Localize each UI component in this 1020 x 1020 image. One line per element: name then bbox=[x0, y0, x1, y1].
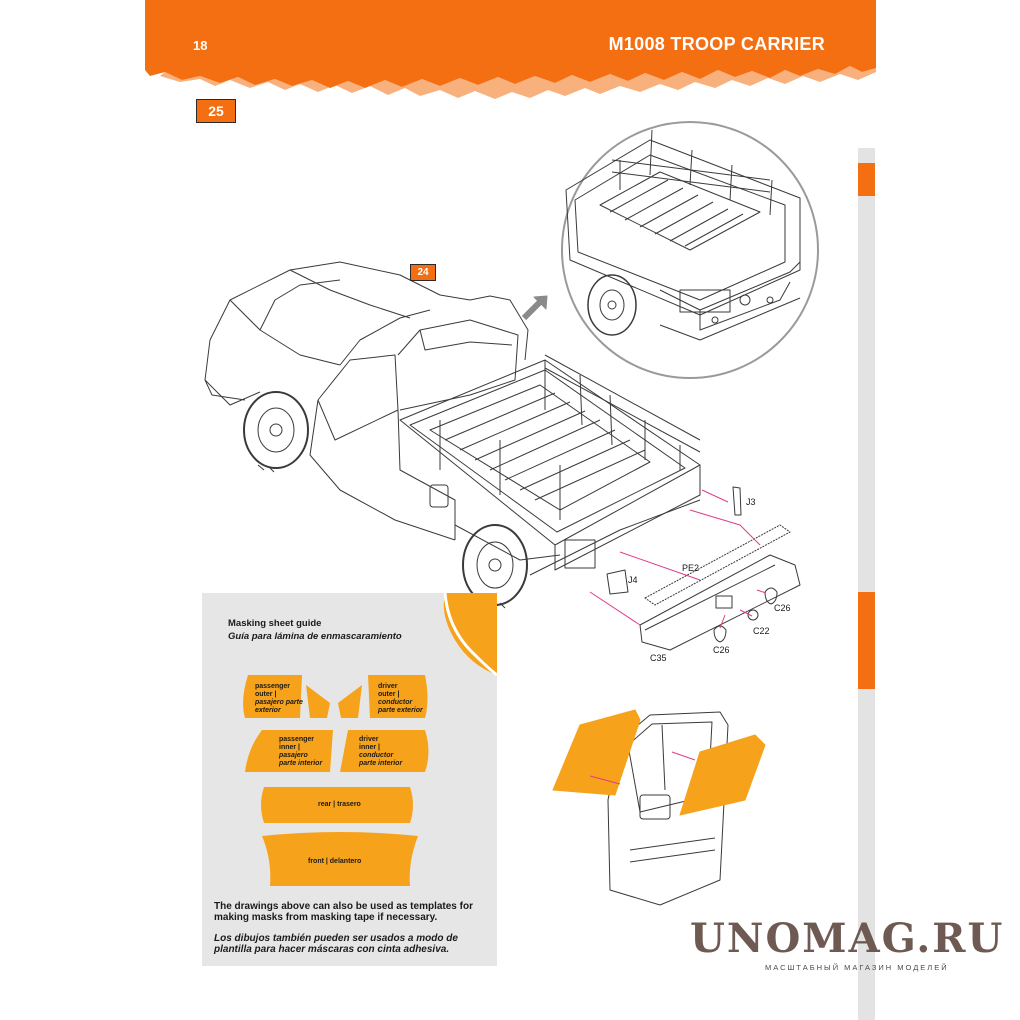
mask-label-driver-inner: driver inner | conductor parte interior bbox=[359, 736, 403, 767]
reference-step-badge: 24 bbox=[410, 264, 436, 281]
part-label-c26-right: C26 bbox=[774, 603, 791, 613]
mask-driver-outer bbox=[368, 675, 428, 718]
mask-passenger-outer-vent bbox=[306, 685, 330, 718]
side-tab-top bbox=[858, 163, 875, 196]
mask-label-rear: rear | trasero bbox=[318, 801, 361, 808]
mask-label-driver-outer: driver outer | conductor parte exterior bbox=[378, 683, 423, 714]
page-number: 18 bbox=[193, 38, 208, 53]
detail-circle bbox=[561, 121, 819, 379]
part-label-c22: C22 bbox=[753, 626, 770, 636]
step-number-badge: 25 bbox=[196, 99, 236, 123]
page-title: M1008 TROOP CARRIER bbox=[608, 34, 825, 54]
mask-label-passenger-outer: passenger outer | pasajero parte exterio… bbox=[255, 683, 303, 714]
masking-note-english: The drawings above can also be used as t… bbox=[214, 901, 473, 923]
mask-driver-outer-vent bbox=[338, 685, 362, 718]
part-label-c26-bottom: C26 bbox=[713, 645, 730, 655]
masking-guide-panel bbox=[202, 593, 497, 966]
parts bbox=[606, 486, 801, 651]
mask-front bbox=[262, 832, 418, 886]
masking-note-spanish: Los dibujos también pueden ser usados a … bbox=[214, 933, 458, 955]
guide-corner-accent bbox=[443, 593, 497, 675]
part-label-pe2: PE2 bbox=[682, 563, 700, 573]
mask-passenger-inner bbox=[245, 730, 333, 772]
mask-passenger-outer bbox=[243, 675, 302, 718]
side-tab-middle bbox=[858, 592, 875, 689]
brand-tagline: МАСШТАБНЫЙ МАГАЗИН МОДЕЛЕЙ bbox=[765, 963, 949, 972]
masking-guide-subtitle: Guía para lámina de enmascaramiento bbox=[228, 631, 402, 642]
door-drawing bbox=[552, 709, 766, 906]
header-band bbox=[145, 0, 876, 99]
part-label-c35: C35 bbox=[650, 653, 667, 663]
side-strip bbox=[858, 148, 875, 1020]
part-label-j4: J4 bbox=[628, 575, 638, 585]
mask-driver-inner bbox=[340, 730, 429, 772]
mask-label-passenger-inner: passenger inner | pasajero parte interio… bbox=[279, 736, 323, 767]
mask-label-front: front | delantero bbox=[308, 858, 362, 865]
part-label-j3: J3 bbox=[746, 497, 756, 507]
mask-rear bbox=[261, 787, 413, 823]
brand-watermark: UNOMAG.RU bbox=[690, 915, 1005, 962]
masking-guide-title: Masking sheet guide bbox=[228, 618, 322, 629]
truck-body bbox=[204, 261, 701, 609]
